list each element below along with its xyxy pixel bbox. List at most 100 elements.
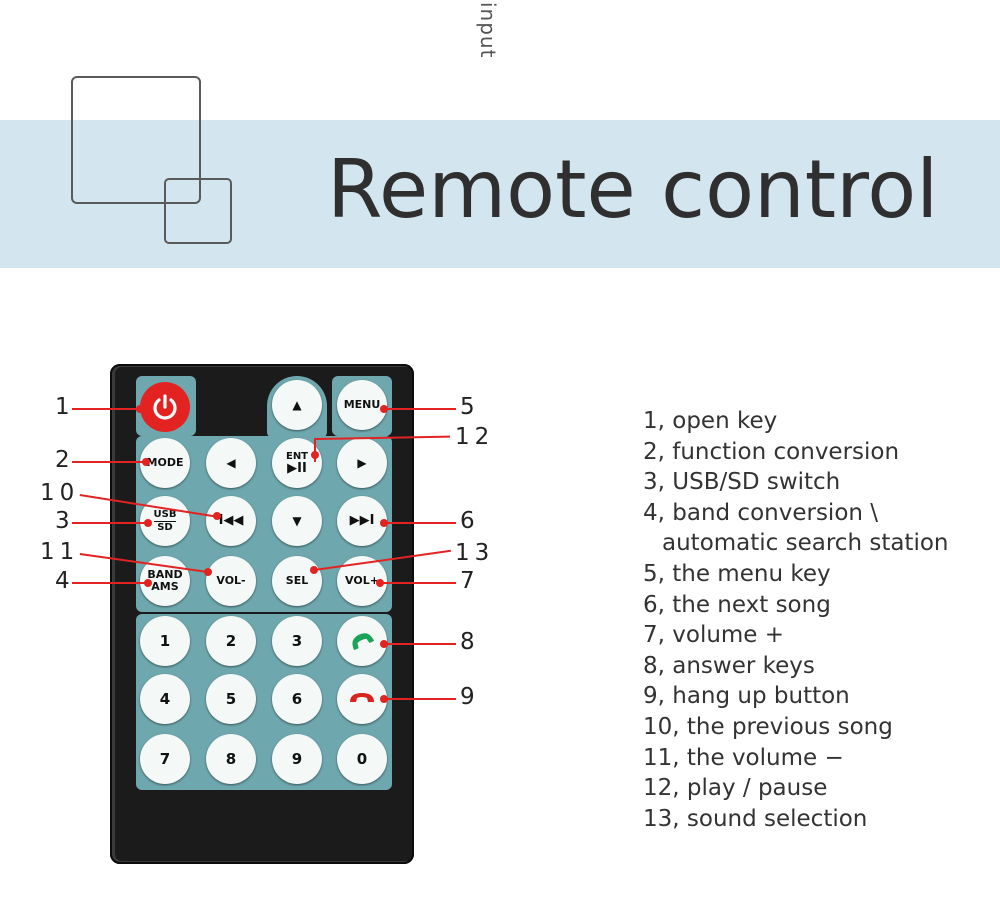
legend-item: 12, play / pause bbox=[643, 775, 828, 802]
digit-7-button[interactable]: 7 bbox=[140, 734, 190, 784]
callout-dot-8 bbox=[380, 640, 388, 648]
callout-number-13: 13 bbox=[455, 540, 495, 566]
band-label: BAND bbox=[147, 568, 183, 581]
callout-dot-5 bbox=[380, 405, 388, 413]
callout-number-12: 12 bbox=[455, 424, 495, 450]
callout-line-3 bbox=[72, 522, 148, 524]
right-arrow-icon: ▶ bbox=[357, 456, 367, 470]
digit-label: 3 bbox=[291, 632, 303, 650]
sel-label: SEL bbox=[285, 574, 309, 587]
left-button[interactable]: ◀ bbox=[206, 438, 256, 488]
digit-label: 5 bbox=[225, 690, 237, 708]
callout-dot-4 bbox=[144, 579, 152, 587]
legend-item: 13, sound selection bbox=[643, 805, 868, 832]
decorative-square-small bbox=[164, 178, 232, 244]
digit-2-button[interactable]: 2 bbox=[206, 616, 256, 666]
callout-dot-7 bbox=[376, 579, 384, 587]
right-button[interactable]: ▶ bbox=[337, 438, 387, 488]
digit-label: 6 bbox=[291, 690, 303, 708]
digit-label: 1 bbox=[159, 632, 171, 650]
callout-line-1 bbox=[72, 408, 140, 410]
legend-item: 2, function conversion bbox=[643, 438, 900, 465]
callout-dot-1 bbox=[136, 405, 144, 413]
ent-play-pause-button[interactable]: ENT▶II bbox=[272, 438, 322, 488]
mode-label: MODE bbox=[146, 456, 184, 469]
callout-number-6: 6 bbox=[460, 508, 475, 534]
legend-item: 11, the volume − bbox=[643, 744, 844, 771]
hang-up-button[interactable] bbox=[337, 674, 387, 724]
left-arrow-icon: ◀ bbox=[226, 456, 236, 470]
callout-line-5 bbox=[384, 408, 456, 410]
digit-6-button[interactable]: 6 bbox=[272, 674, 322, 724]
up-arrow-icon: ▲ bbox=[292, 398, 302, 412]
digit-label: 8 bbox=[225, 750, 237, 768]
callout-line-6 bbox=[384, 522, 456, 524]
previous-button[interactable]: I◀◀ bbox=[206, 496, 256, 546]
digit-1-button[interactable]: 1 bbox=[140, 616, 190, 666]
callout-dot-2 bbox=[142, 458, 150, 466]
down-arrow-icon: ▼ bbox=[292, 514, 302, 528]
ent-label: ENT bbox=[285, 451, 309, 462]
up-button[interactable]: ▲ bbox=[272, 380, 322, 430]
top-note-text: input bbox=[476, 2, 500, 59]
digit-8-button[interactable]: 8 bbox=[206, 734, 256, 784]
legend-item: 4, band conversion \ bbox=[643, 499, 879, 526]
phone-hangup-icon bbox=[350, 693, 374, 702]
previous-icon: I◀◀ bbox=[218, 513, 244, 528]
legend-item: 8, answer keys bbox=[643, 652, 815, 679]
callout-line-7 bbox=[380, 582, 456, 584]
digit-9-button[interactable]: 9 bbox=[272, 734, 322, 784]
power-button[interactable] bbox=[140, 382, 190, 432]
callout-number-1: 1 bbox=[55, 394, 70, 420]
callout-number-7: 7 bbox=[460, 568, 475, 594]
legend-item: automatic search station bbox=[662, 530, 949, 557]
down-button[interactable]: ▼ bbox=[272, 496, 322, 546]
callout-number-10: 10 bbox=[40, 480, 80, 506]
next-button[interactable]: ▶▶I bbox=[337, 496, 387, 546]
top-note: input bbox=[476, 2, 516, 70]
callout-number-11: 11 bbox=[40, 539, 80, 565]
callout-dot-3 bbox=[144, 519, 152, 527]
digit-3-button[interactable]: 3 bbox=[272, 616, 322, 666]
legend-item: 1, open key bbox=[643, 408, 778, 434]
callout-number-4: 4 bbox=[55, 568, 70, 594]
digit-0-button[interactable]: 0 bbox=[337, 734, 387, 784]
legend: 1, open key 2, function conversion 3, US… bbox=[643, 406, 949, 834]
callout-line-4 bbox=[72, 582, 148, 584]
callout-number-2: 2 bbox=[55, 447, 70, 473]
menu-label: MENU bbox=[343, 398, 381, 411]
legend-item: 6, the next song bbox=[643, 591, 831, 618]
mode-button[interactable]: MODE bbox=[140, 438, 190, 488]
callout-dot-10 bbox=[213, 512, 221, 520]
next-icon: ▶▶I bbox=[349, 513, 375, 528]
digit-label: 9 bbox=[291, 750, 303, 768]
volume-down-button[interactable]: VOL- bbox=[206, 556, 256, 606]
callout-number-9: 9 bbox=[460, 684, 475, 710]
sel-button[interactable]: SEL bbox=[272, 556, 322, 606]
play-pause-icon: ▶II bbox=[287, 461, 307, 476]
callout-number-3: 3 bbox=[55, 508, 70, 534]
legend-item: 10, the previous song bbox=[643, 713, 893, 740]
answer-call-button[interactable] bbox=[337, 616, 387, 666]
digit-5-button[interactable]: 5 bbox=[206, 674, 256, 724]
menu-button[interactable]: MENU bbox=[337, 380, 387, 430]
digit-4-button[interactable]: 4 bbox=[140, 674, 190, 724]
sd-label: SD bbox=[157, 521, 173, 533]
decorative-square-large bbox=[71, 76, 201, 204]
callout-dot-9 bbox=[380, 695, 388, 703]
phone-answer-icon bbox=[352, 633, 375, 651]
page-title: Remote control bbox=[327, 143, 939, 236]
ams-label: AMS bbox=[151, 580, 179, 593]
legend-item: 7, volume + bbox=[643, 622, 785, 649]
digit-label: 0 bbox=[356, 750, 368, 768]
power-icon bbox=[153, 394, 177, 420]
usb-label: USB bbox=[153, 508, 177, 522]
digit-label: 7 bbox=[159, 750, 171, 768]
vol-plus-label: VOL+ bbox=[345, 574, 379, 587]
callout-number-5: 5 bbox=[460, 394, 475, 420]
callout-dot-12 bbox=[311, 451, 319, 459]
vol-minus-label: VOL- bbox=[216, 574, 246, 587]
callout-dot-11 bbox=[204, 568, 212, 576]
legend-item: 3, USB/SD switch bbox=[643, 469, 841, 496]
